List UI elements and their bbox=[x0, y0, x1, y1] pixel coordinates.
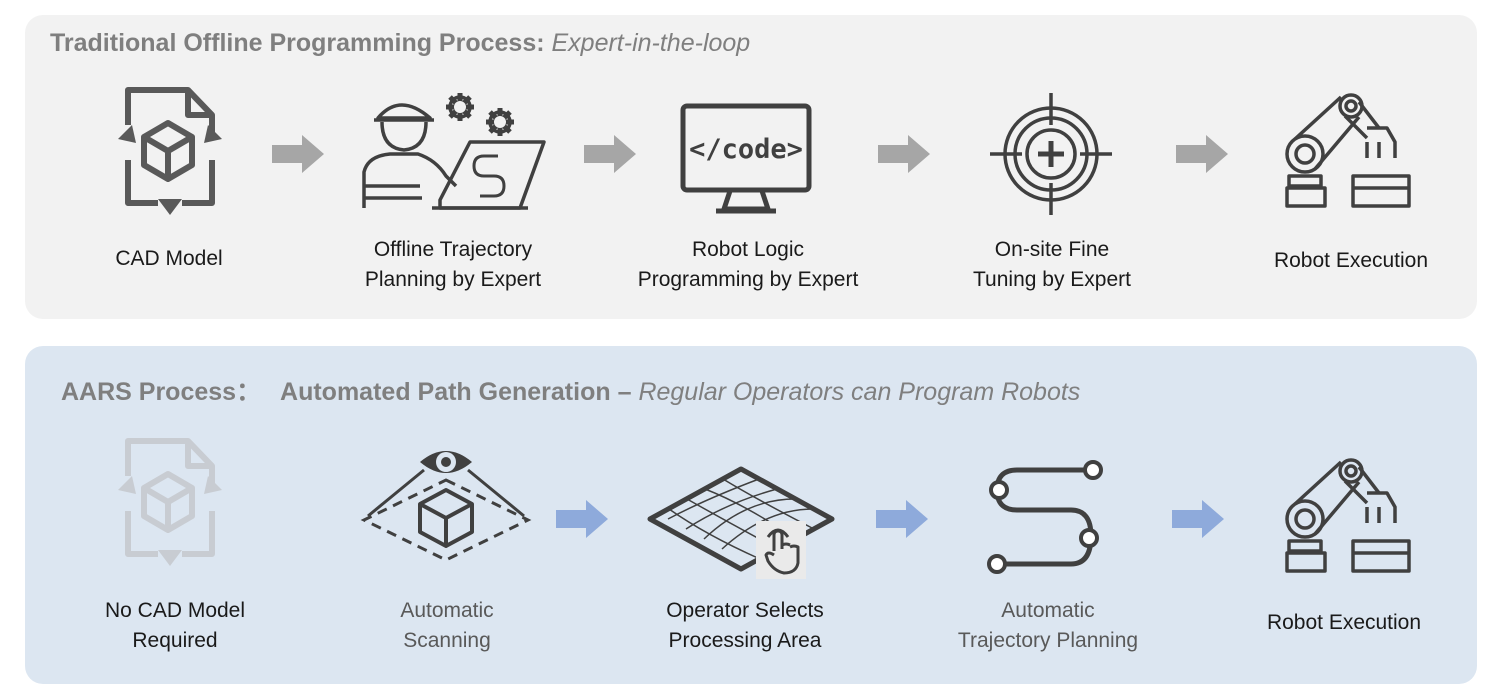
expert-planning-icon bbox=[362, 93, 546, 210]
step-label: Operator Selects Processing Area bbox=[666, 596, 824, 656]
label-line: Offline Trajectory bbox=[373, 238, 533, 261]
robot-arm-icon bbox=[1285, 458, 1411, 573]
arrow-right-icon bbox=[556, 500, 608, 538]
aars-title-italic: Regular Operators can Program Robots bbox=[638, 378, 1081, 406]
arrow-right-icon bbox=[584, 135, 636, 173]
step-label: Robot Execution bbox=[1274, 246, 1428, 276]
traditional-title-bold: Traditional Offline Programming Process: bbox=[50, 29, 545, 57]
eye-scan-cube-icon bbox=[360, 451, 532, 562]
step-label: Automatic Scanning bbox=[400, 596, 493, 656]
aars-title-bold: Automated Path Generation – bbox=[280, 378, 632, 406]
aars-process-title: AARS Process： Automated Path Generation … bbox=[61, 372, 1080, 408]
label-line: Scanning bbox=[403, 629, 491, 652]
traditional-process-title: Traditional Offline Programming Process:… bbox=[50, 29, 750, 58]
arrow-right-icon bbox=[876, 500, 928, 538]
label-line: On-site Fine bbox=[994, 238, 1110, 261]
traditional-title-italic: Expert-in-the-loop bbox=[551, 29, 751, 57]
step-label: On-site Fine Tuning by Expert bbox=[973, 235, 1131, 295]
aars-title-label: AARS Process： bbox=[61, 378, 262, 406]
label-line: Required bbox=[132, 629, 218, 652]
surface-mesh-touch-icon bbox=[647, 466, 835, 579]
robot-arm-icon bbox=[1285, 93, 1411, 208]
label-line: Robot Logic bbox=[691, 238, 805, 261]
step-label: Automatic Trajectory Planning bbox=[958, 596, 1138, 656]
label-line: Trajectory Planning bbox=[957, 629, 1139, 652]
cad-model-icon bbox=[118, 87, 222, 215]
svg-text:</code>: </code> bbox=[689, 134, 803, 165]
label-line: Programming by Expert bbox=[637, 268, 859, 291]
step-label: CAD Model bbox=[115, 244, 222, 274]
code-monitor-icon: </code> bbox=[680, 103, 812, 214]
label-line: Planning by Expert bbox=[364, 268, 542, 291]
arrow-right-icon bbox=[1176, 135, 1228, 173]
arrow-right-icon bbox=[272, 135, 324, 173]
label-line: Tuning by Expert bbox=[973, 268, 1131, 291]
step-label: Robot Execution bbox=[1267, 608, 1421, 638]
arrow-right-icon bbox=[1172, 500, 1224, 538]
label-line: Operator Selects bbox=[666, 599, 824, 622]
label-line: Automatic bbox=[1001, 599, 1095, 622]
arrow-right-icon bbox=[878, 135, 930, 173]
label-line: No CAD Model bbox=[104, 599, 246, 622]
step-label: Offline Trajectory Planning by Expert bbox=[365, 235, 541, 295]
target-crosshair-icon bbox=[990, 93, 1112, 215]
label-line: Robot Execution bbox=[1266, 611, 1422, 634]
aars-process-panel bbox=[25, 346, 1477, 684]
cad-model-faded-icon bbox=[118, 438, 222, 566]
label-line: CAD Model bbox=[115, 247, 223, 270]
step-label: No CAD Model Required bbox=[105, 596, 245, 656]
label-line: Robot Execution bbox=[1273, 249, 1429, 272]
step-label: Robot Logic Programming by Expert bbox=[638, 235, 859, 295]
s-path-icon bbox=[987, 460, 1103, 574]
label-line: Automatic bbox=[400, 599, 494, 622]
traditional-process-panel bbox=[25, 15, 1477, 319]
label-line: Processing Area bbox=[668, 629, 822, 652]
